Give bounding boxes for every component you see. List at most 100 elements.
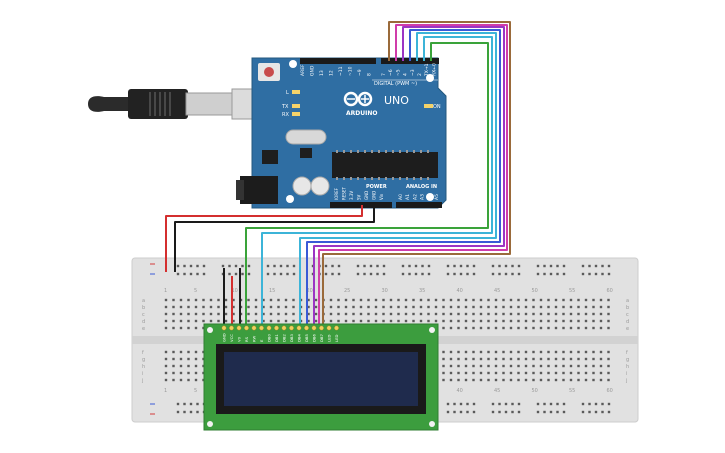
top-pin-label: 7 xyxy=(381,73,387,76)
breadboard-hole xyxy=(187,319,190,323)
top-pin-label: GND xyxy=(310,65,316,76)
breadboard-hole xyxy=(494,312,498,316)
breadboard-rail-hole xyxy=(414,272,418,276)
breadboard-hole xyxy=(457,319,460,323)
breadboard-hole xyxy=(562,326,565,330)
breadboard-hole xyxy=(599,312,603,316)
breadboard-hole xyxy=(562,305,565,309)
breadboard-hole xyxy=(517,364,520,368)
breadboard-rail-hole xyxy=(511,264,514,268)
column-number-top: 35 xyxy=(419,288,425,294)
power-label: POWER xyxy=(366,184,387,190)
breadboard-hole xyxy=(584,350,588,354)
breadboard-hole xyxy=(472,312,475,316)
breadboard-hole xyxy=(524,364,528,368)
lcd-pin xyxy=(274,325,279,331)
breadboard-hole xyxy=(202,305,205,309)
wire-d3-cyan xyxy=(261,36,493,328)
breadboard-hole xyxy=(329,305,333,309)
breadboard-hole xyxy=(292,305,295,309)
breadboard-hole xyxy=(194,371,198,375)
breadboard-hole xyxy=(404,305,408,309)
breadboard-rail-hole xyxy=(228,264,231,268)
wire-d2-green xyxy=(245,42,489,328)
breadboard-rail-hole xyxy=(292,272,296,276)
breadboard-hole xyxy=(592,312,595,316)
lcd-pin xyxy=(266,325,272,331)
breadboard-hole xyxy=(172,305,175,309)
breadboard-hole xyxy=(547,319,550,323)
breadboard-hole xyxy=(532,298,535,302)
power-pin-label: Vin xyxy=(379,193,384,200)
breadboard-hole xyxy=(502,319,505,323)
breadboard-hole xyxy=(524,371,528,375)
breadboard-rail-hole xyxy=(581,402,585,406)
breadboard-hole xyxy=(524,357,528,361)
row-letter-left: j xyxy=(141,378,143,384)
breadboard-rail-hole xyxy=(556,402,559,406)
column-number-top: 1 xyxy=(164,288,167,294)
breadboard-rail-hole xyxy=(241,264,244,268)
breadboard-hole xyxy=(187,371,190,375)
breadboard-rail-hole xyxy=(401,272,405,276)
breadboard-hole xyxy=(554,378,558,382)
breadboard-hole xyxy=(479,378,483,382)
breadboard-hole xyxy=(374,312,378,316)
top-pin-label: ~11 xyxy=(338,66,344,76)
breadboard-hole xyxy=(329,312,333,316)
breadboard-hole xyxy=(194,378,198,382)
lcd-pin-label: DB0 xyxy=(267,333,272,342)
breadboard-hole xyxy=(509,378,513,382)
breadboard-hole xyxy=(374,319,378,323)
lcd-pin-label: GND xyxy=(222,333,227,342)
breadboard-hole xyxy=(584,298,588,302)
breadboard-rail-hole xyxy=(273,264,276,268)
breadboard-hole xyxy=(472,350,475,354)
breadboard-hole xyxy=(569,364,573,368)
wire-gnd-black xyxy=(174,205,375,272)
breadboard-hole xyxy=(562,378,565,382)
breadboard-hole xyxy=(592,378,595,382)
breadboard-rail-hole xyxy=(556,272,559,276)
breadboard-hole xyxy=(599,350,603,354)
breadboard-hole xyxy=(479,350,483,354)
breadboard-hole xyxy=(352,298,355,302)
row-letter-right: d xyxy=(626,319,629,325)
breadboard-hole xyxy=(427,298,430,302)
row-letter-left: d xyxy=(142,319,145,325)
breadboard-hole xyxy=(592,350,595,354)
breadboard-hole xyxy=(532,326,535,330)
lcd-pin-label: LED xyxy=(327,334,332,342)
reset-button[interactable] xyxy=(264,67,274,77)
lcd-pin xyxy=(251,325,257,331)
breadboard-hole xyxy=(352,319,355,323)
breadboard-hole xyxy=(179,350,183,354)
breadboard-hole xyxy=(194,298,198,302)
breadboard-hole xyxy=(277,312,280,316)
breadboard-rail-hole xyxy=(247,264,251,268)
breadboard-hole xyxy=(164,319,168,323)
breadboard-hole xyxy=(382,312,385,316)
breadboard-hole xyxy=(269,319,273,323)
breadboard-hole xyxy=(269,312,273,316)
breadboard-hole xyxy=(187,298,190,302)
breadboard-hole xyxy=(457,364,460,368)
breadboard-hole xyxy=(577,319,580,323)
analog-pin-label: A0 xyxy=(398,194,404,200)
breadboard-hole xyxy=(217,319,220,323)
breadboard-hole xyxy=(599,364,603,368)
breadboard-hole xyxy=(412,312,415,316)
breadboard-hole xyxy=(487,364,490,368)
breadboard-hole xyxy=(577,378,580,382)
breadboard-rail-hole xyxy=(511,402,514,406)
breadboard-rail-hole xyxy=(382,272,386,276)
column-number-top: 40 xyxy=(457,288,463,294)
breadboard-hole xyxy=(539,305,543,309)
breadboard-hole xyxy=(547,312,550,316)
breadboard-hole xyxy=(569,326,573,330)
breadboard-rail-hole xyxy=(376,272,379,276)
breadboard-hole xyxy=(194,305,198,309)
top-pin-label: 8 xyxy=(367,73,373,76)
